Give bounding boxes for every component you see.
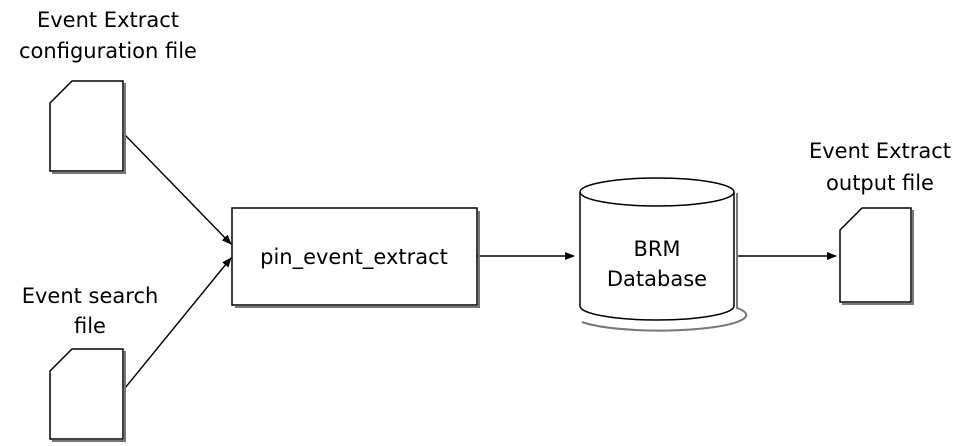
output-file-shadow bbox=[842, 210, 914, 305]
output-file-label-line2: output file bbox=[826, 171, 934, 195]
database-label-line2: Database bbox=[607, 267, 707, 291]
process-box-shadow bbox=[235, 211, 480, 308]
database-node: BRM Database bbox=[579, 177, 748, 332]
output-file-label-line1: Event Extract bbox=[809, 139, 951, 163]
output-file-document-icon bbox=[839, 207, 912, 303]
database-cylinder-top bbox=[579, 191, 735, 207]
connectors bbox=[124, 134, 837, 389]
output-file-node: Event Extract output file bbox=[809, 139, 951, 305]
config-file-node: Event Extract configuration file bbox=[19, 8, 197, 174]
edge-config-to-process bbox=[124, 134, 232, 245]
database-shadow bbox=[581, 193, 748, 332]
config-file-document-icon bbox=[49, 80, 124, 172]
process-label: pin_event_extract bbox=[260, 245, 448, 270]
search-file-shadow bbox=[52, 351, 126, 442]
process-node: pin_event_extract bbox=[231, 207, 480, 308]
config-file-shadow bbox=[52, 83, 126, 174]
search-file-label-line2: file bbox=[74, 314, 106, 338]
search-file-node: Event search file bbox=[22, 284, 159, 442]
config-file-label-line2: configuration file bbox=[19, 39, 197, 63]
search-file-document-icon bbox=[49, 348, 124, 440]
config-file-label-line1: Event Extract bbox=[37, 8, 179, 32]
database-cylinder-icon bbox=[579, 177, 735, 321]
search-file-label-line1: Event search bbox=[22, 284, 159, 308]
process-box bbox=[231, 207, 478, 306]
database-label-line1: BRM bbox=[633, 237, 680, 261]
edge-search-to-process bbox=[124, 257, 232, 389]
